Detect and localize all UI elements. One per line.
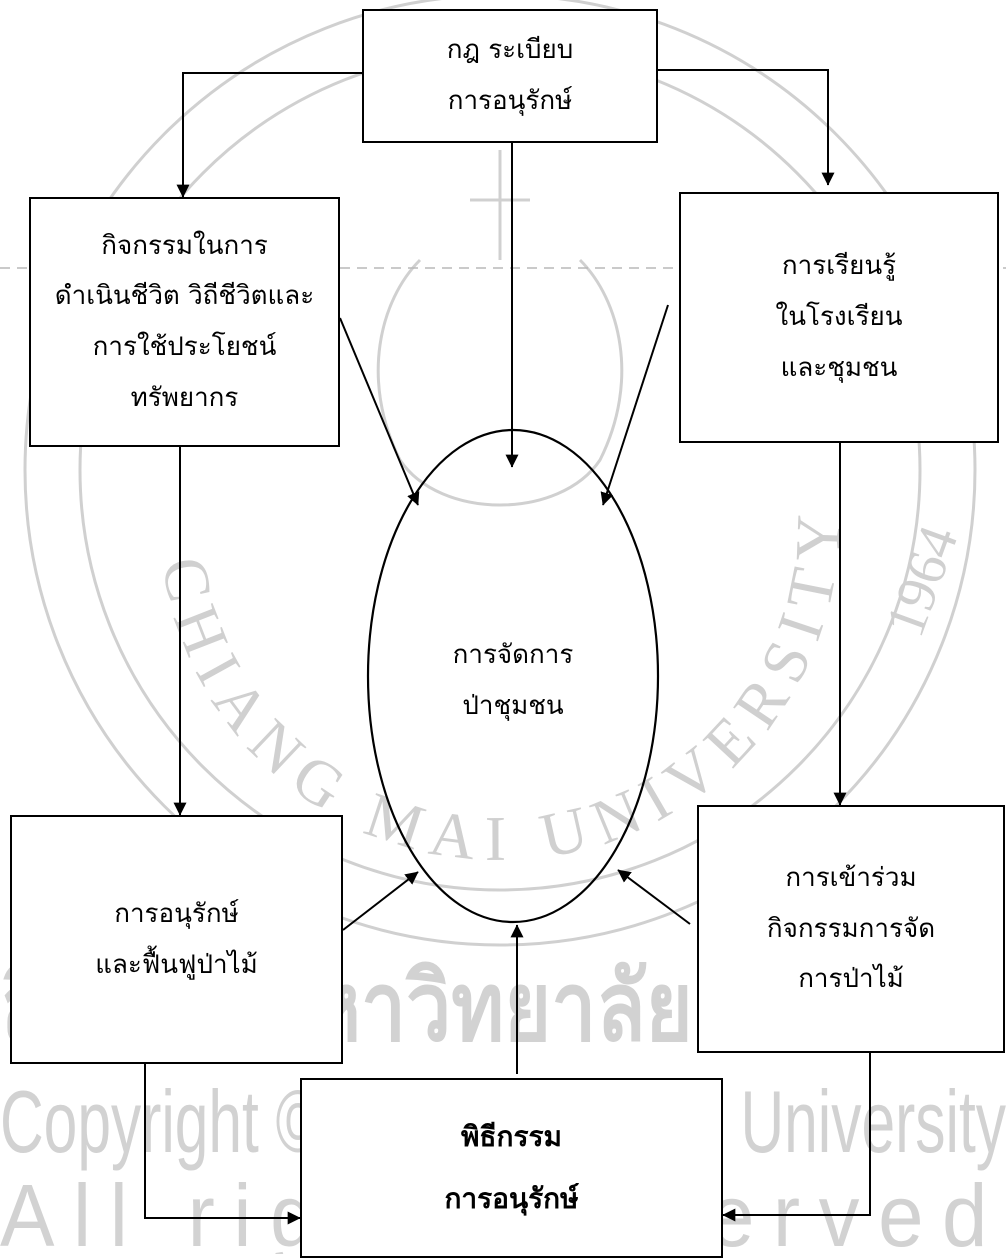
- box-conservation-line-2: และฟื้นฟูป่าไม้: [95, 949, 258, 980]
- box-participation-line-3: การป่าไม้: [798, 964, 904, 995]
- box-livelihood-line-4: ทรัพยากร: [130, 382, 239, 413]
- arrow-rules-learning: [645, 63, 835, 186]
- box-participation-activities: การเข้าร่วม กิจกรรมการจัด การป่าไม้: [697, 805, 1005, 1053]
- box-learning-school-community: การเรียนรู้ ในโรงเรียน และชุมชน: [679, 192, 999, 443]
- box-livelihood-activities: กิจกรรมในการ ดำเนินชีวิต วิถีชีวิตและ กา…: [29, 197, 340, 447]
- box-ceremony-line-2: การอนุรักษ์: [444, 1182, 579, 1215]
- arrow-participation-center: [617, 869, 691, 925]
- arrow-learning-center: [600, 304, 669, 506]
- arrow-participation-ceremony: [722, 1040, 877, 1222]
- arrow-rules-livelihood: [176, 66, 375, 198]
- watermark-torch: [470, 150, 530, 260]
- box-livelihood-line-3: การใช้ประโยชน์: [92, 332, 277, 362]
- box-rules-line-2: การอนุรักษ์: [447, 86, 573, 116]
- box-conservation-ceremony: พิธีกรรม การอนุรักษ์: [300, 1078, 723, 1258]
- box-rules-conservation: กฎ ระเบียบ การอนุรักษ์: [362, 9, 658, 143]
- box-learning-line-2: ในโรงเรียน: [775, 302, 903, 333]
- arrow-conservation-center: [342, 871, 419, 931]
- box-livelihood-line-1: กิจกรรมในการ: [101, 230, 268, 261]
- center-community-forest-management: การจัดการ ป่าชุมชน: [383, 630, 643, 731]
- box-learning-line-3: และชุมชน: [780, 352, 898, 383]
- box-participation-line-1: การเข้าร่วม: [785, 862, 917, 893]
- box-rules-line-1: กฎ ระเบียบ: [446, 35, 574, 66]
- arrow-conservation-ceremony: [138, 1051, 301, 1225]
- box-learning-line-1: การเรียนรู้: [781, 251, 897, 282]
- box-participation-line-2: กิจกรรมการจัด: [766, 913, 936, 944]
- box-conservation-restoration: การอนุรักษ์ และฟื้นฟูป่าไม้: [10, 815, 343, 1064]
- box-ceremony-line-1: พิธีกรรม: [460, 1120, 563, 1154]
- center-line-2: ป่าชุมชน: [462, 690, 564, 721]
- box-conservation-line-1: การอนุรักษ์: [114, 898, 239, 929]
- arrow-livelihood-center: [339, 317, 420, 506]
- center-line-1: การจัดการ: [452, 640, 574, 670]
- watermark-elephant: [376, 258, 624, 507]
- watermark-outer-ring: [23, 0, 977, 947]
- box-livelihood-line-2: ดำเนินชีวิต วิถีชีวิตและ: [54, 281, 315, 312]
